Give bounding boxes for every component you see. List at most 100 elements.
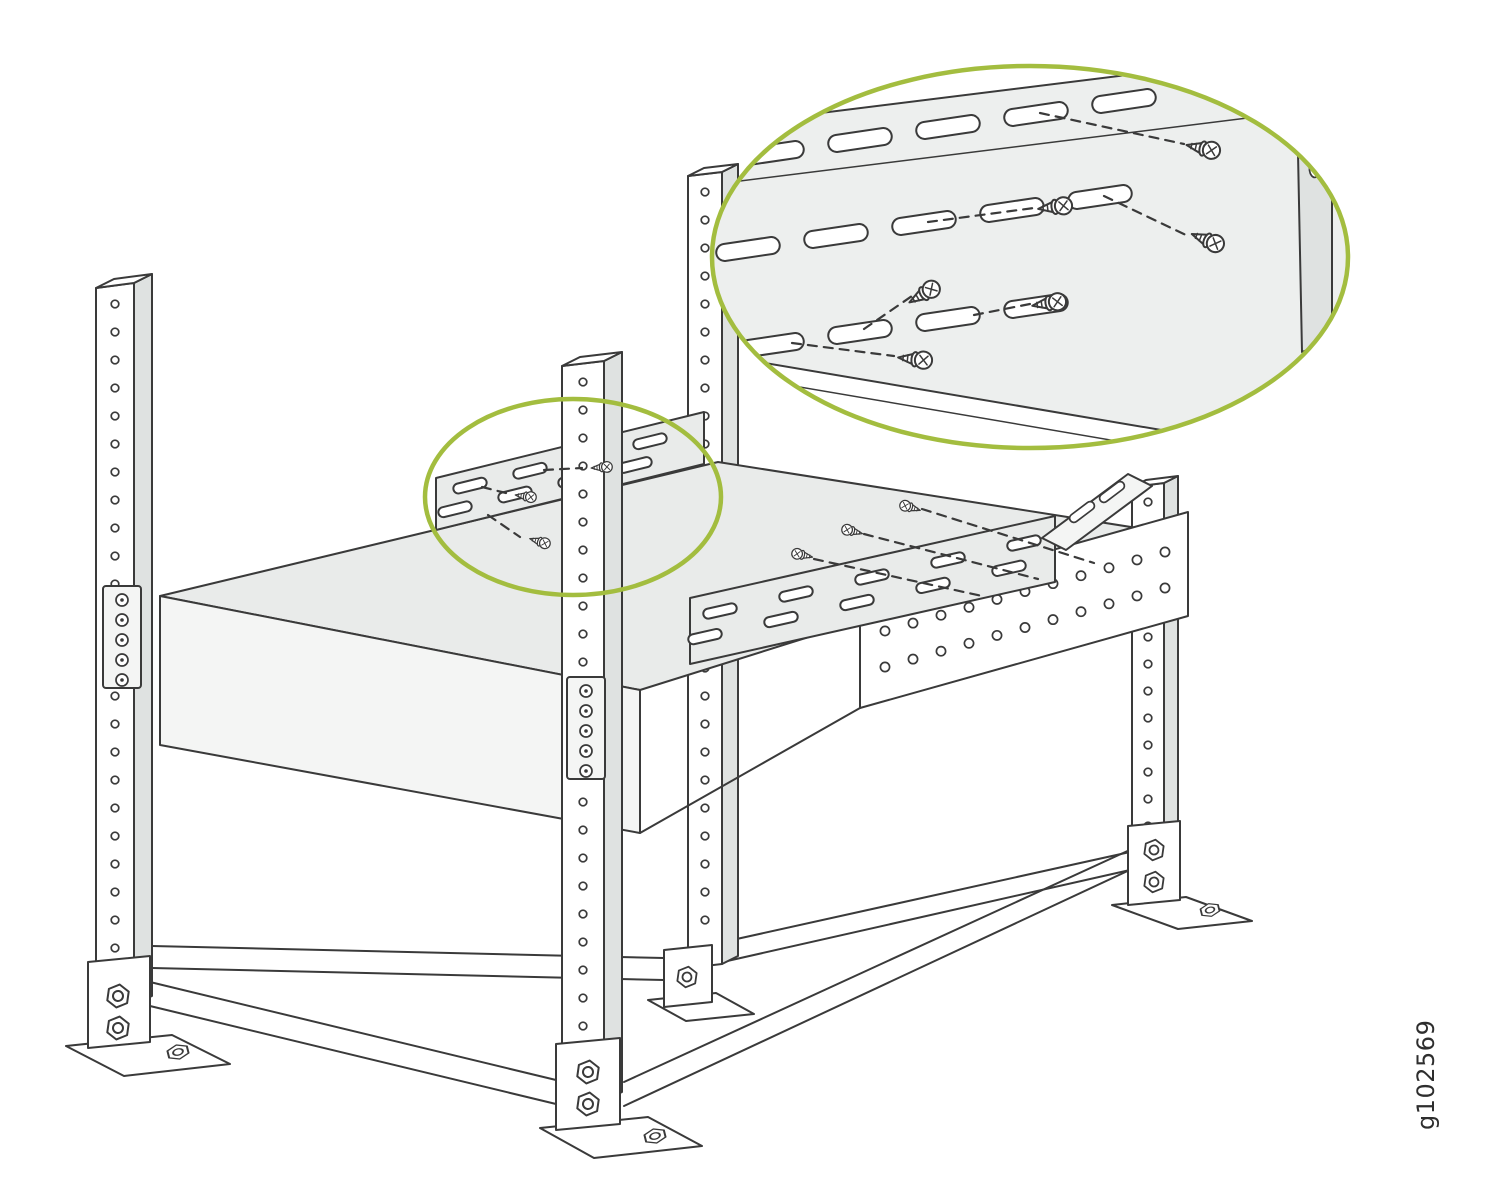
adapter-rail [859, 511, 1189, 709]
rail-hole [963, 637, 975, 649]
mounting-screws-right [790, 498, 1096, 598]
rail-rear-tab [1041, 473, 1153, 551]
rack-mounting-hole [1143, 659, 1153, 669]
rail-hole [879, 661, 891, 673]
rack-mounting-hole [1143, 686, 1153, 696]
flange-bolt [579, 764, 593, 778]
panel-top-background [712, 66, 1348, 128]
rack-foot-front-left [65, 955, 231, 1077]
rail-hole [991, 629, 1003, 641]
rack-mounting-hole [110, 355, 120, 365]
rack-mounting-hole [578, 1021, 588, 1031]
flange-bolt [115, 633, 129, 647]
panel-bottom-background [712, 352, 1348, 448]
rack-mounting-hole [578, 601, 588, 611]
rack-mounting-hole [110, 831, 120, 841]
rack-mounting-hole [110, 383, 120, 393]
rack-mounting-hole [700, 691, 710, 701]
callout-magnified-view [709, 63, 1351, 451]
rack-mounting-hole [700, 243, 710, 253]
screw-alignment-dashed-line [920, 507, 1096, 565]
rack-mounting-hole [1143, 497, 1153, 507]
rack-mounting-hole [110, 859, 120, 869]
rack-mounting-hole [578, 881, 588, 891]
rail-hole [935, 609, 947, 621]
rack-mounting-hole [110, 299, 120, 309]
rail-hole [907, 653, 919, 665]
rack-mounting-hole [110, 915, 120, 925]
rack-mounting-hole [110, 747, 120, 757]
rack-mounting-hole [578, 825, 588, 835]
rail-hole [1131, 554, 1143, 566]
rack-mounting-hole [700, 887, 710, 897]
flange-bolt [579, 744, 593, 758]
rack-mounting-hole [578, 433, 588, 443]
rail-hole [1159, 546, 1171, 558]
rack-mounting-hole [578, 517, 588, 527]
mounting-screws-left [480, 460, 614, 551]
rack-mounting-hole [700, 775, 710, 785]
rail-hole [935, 645, 947, 657]
rack-mounting-hole [700, 271, 710, 281]
rack-mounting-hole [1143, 740, 1153, 750]
flange-bolt [579, 724, 593, 738]
rack-mounting-hole [578, 545, 588, 555]
screw-alignment-dashed-line [486, 513, 522, 539]
rack-mounting-hole [110, 803, 120, 813]
rack-mounting-hole [578, 909, 588, 919]
rack-foot-front-right [539, 1037, 703, 1159]
rack-mounting-hole [578, 377, 588, 387]
mounting-flange-left [102, 585, 142, 689]
rail-hole [907, 617, 919, 629]
rack-mounting-hole [578, 405, 588, 415]
rail-hole [1019, 622, 1031, 633]
rack-mounting-hole [578, 629, 588, 639]
screw-alignment-dashed-line [542, 466, 584, 472]
rack-foot-rear-left [647, 944, 755, 1022]
rack-mounting-hole [1143, 794, 1153, 804]
rack-mounting-hole [700, 803, 710, 813]
rack-mounting-hole [578, 797, 588, 807]
screw-alignment-dashed-line [862, 532, 1040, 581]
screw-alignment-dashed-line [926, 206, 1036, 224]
rack-mounting-hole [578, 965, 588, 975]
screw-alignment-dashed-line [972, 302, 1032, 317]
rack-mounting-hole [1143, 713, 1153, 723]
rack-base-frame [149, 847, 1135, 1107]
rack-mounting-hole [578, 573, 588, 583]
flange-bolt [115, 613, 129, 627]
rack-mounting-hole [700, 215, 710, 225]
panel-seam-line [712, 111, 1297, 187]
rack-mounting-hole [578, 993, 588, 1003]
rack-mounting-hole [110, 411, 120, 421]
rack-mounting-hole [110, 467, 120, 477]
rack-mounting-hole [110, 887, 120, 897]
rail-hole [1103, 598, 1115, 610]
rack-mounting-hole [700, 299, 710, 309]
flange-bolt [115, 593, 129, 607]
flange-bolt [115, 653, 129, 667]
flange-bolt [115, 673, 129, 687]
rack-mounting-hole [578, 657, 588, 667]
rack-mounting-hole [578, 489, 588, 499]
flange-bolt [579, 684, 593, 698]
rack-mounting-hole [700, 831, 710, 841]
screw-alignment-dashed-line [480, 485, 508, 495]
rail-hole [963, 601, 975, 613]
shelf-assembly [159, 411, 1189, 834]
rack-foot-rear-right [1111, 820, 1253, 930]
rack-mounting-hole [700, 915, 710, 925]
rack-mounting-hole [700, 187, 710, 197]
rack-mounting-hole [700, 383, 710, 393]
figure-id-label: g102569 [1412, 1020, 1440, 1130]
rail-hole [1047, 614, 1059, 626]
rail-hole [1075, 570, 1087, 582]
rack-mounting-hole [578, 937, 588, 947]
shelf-bottom-edge [639, 707, 861, 834]
rack-mounting-hole [578, 853, 588, 863]
mounting-flange-right [566, 676, 606, 780]
rail-hole [1075, 606, 1087, 618]
flange-bolt [579, 704, 593, 718]
